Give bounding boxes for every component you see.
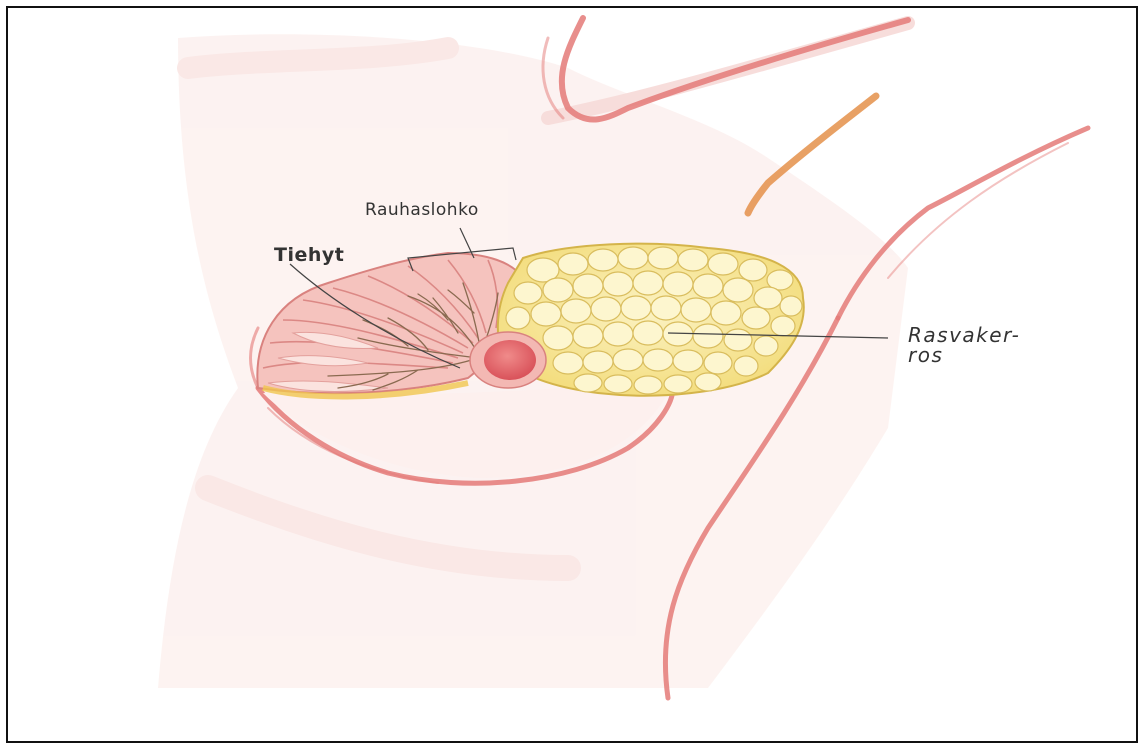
label-fat-layer: Rasvaker- ros [908, 325, 1020, 365]
label-fat-line2: ros [908, 345, 1020, 365]
nipple [470, 332, 546, 388]
breast-anatomy-drawing [8, 8, 1138, 743]
fatty-tissue [498, 244, 804, 396]
label-fat-line1: Rasvaker- [908, 325, 1020, 345]
label-duct: Tiehyt [274, 246, 344, 265]
illustration-frame: Rauhaslohko Tiehyt Rasvaker- ros [6, 6, 1138, 743]
label-gland-lobe: Rauhaslohko [365, 202, 479, 219]
